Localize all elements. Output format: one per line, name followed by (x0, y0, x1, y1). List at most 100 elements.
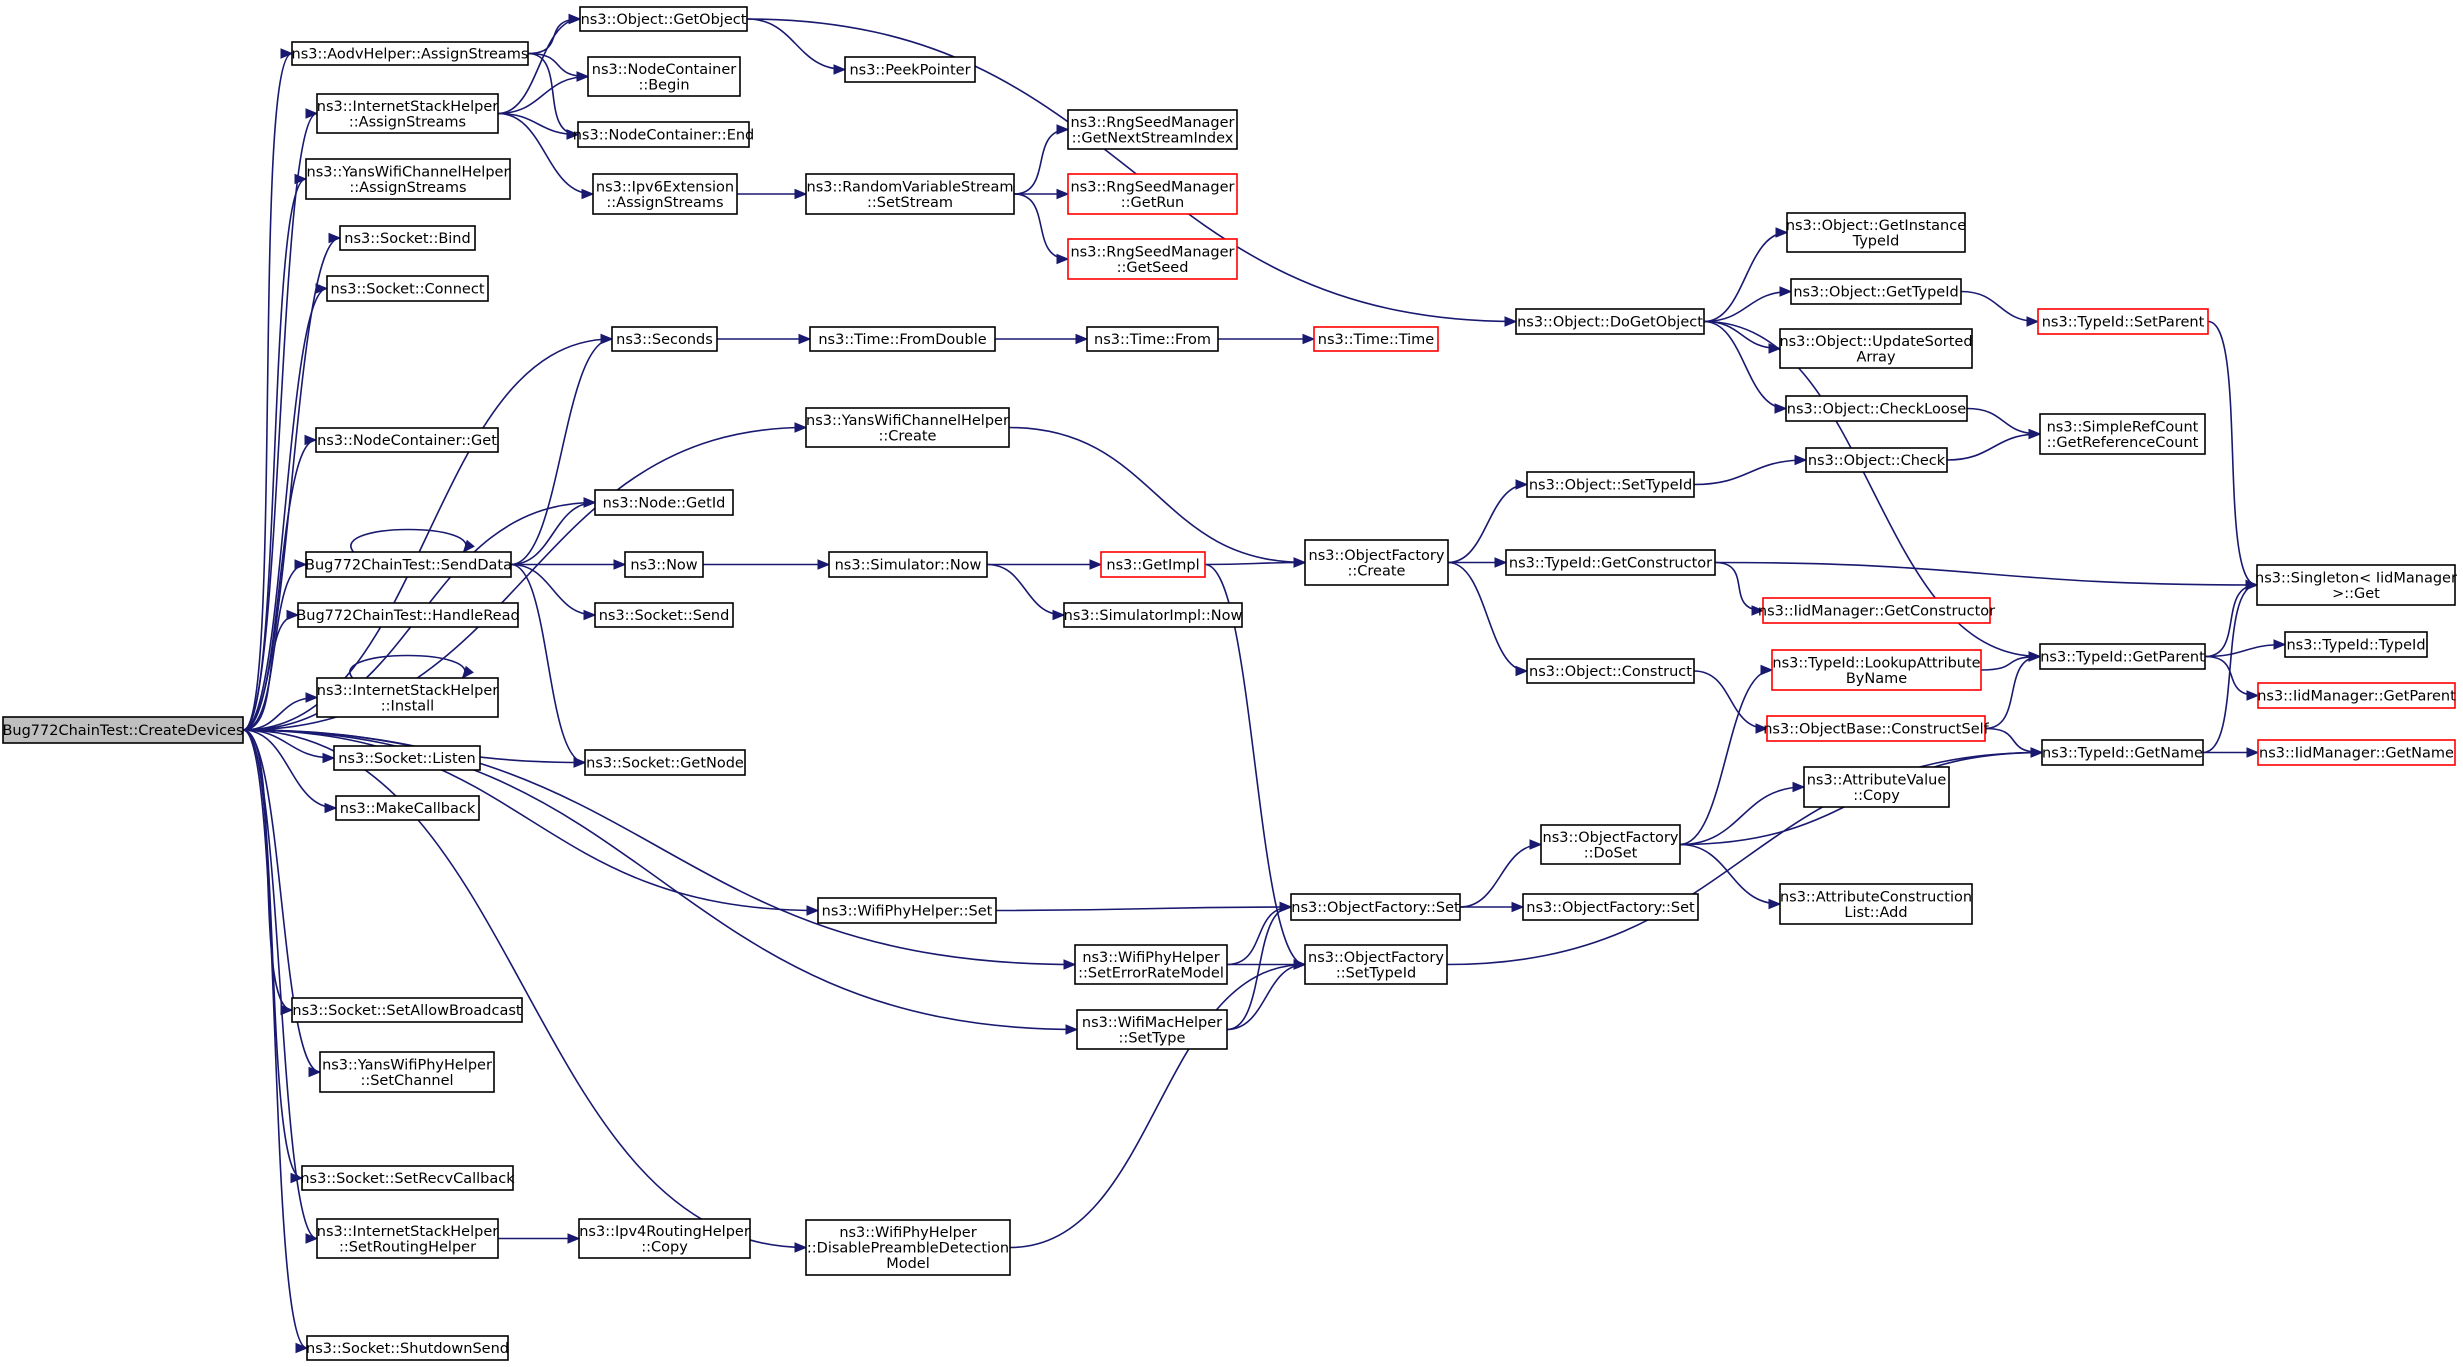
node-obj-check[interactable]: ns3::Object::Check (1805, 447, 1948, 473)
node-of-set2[interactable]: ns3::ObjectFactory::Set (1522, 893, 1699, 921)
edge-root-to-yansphy-setchan (242, 729, 322, 1078)
node-rng-getseed[interactable]: ns3::RngSeedManager::GetSeed (1067, 238, 1238, 280)
node-yanschan-assign[interactable]: ns3::YansWifiChannelHelper::AssignStream… (305, 158, 511, 200)
node-nc-begin[interactable]: ns3::NodeContainer::Begin (587, 56, 741, 97)
edge-arrowhead (1774, 403, 1788, 414)
edge-tid-getparent-to-iid-getparent (2204, 655, 2260, 701)
edge-line (242, 52, 293, 731)
node-time-time[interactable]: ns3::Time::Time (1313, 326, 1439, 352)
node-yanschan-create[interactable]: ns3::YansWifiChannelHelper::Create (805, 407, 1010, 448)
edge-line (349, 654, 466, 679)
node-nc-end[interactable]: ns3::NodeContainer::End (573, 121, 755, 148)
node-label: ns3::WifiPhyHelper (1082, 950, 1219, 966)
node-tid-getctor[interactable]: ns3::TypeId::GetConstructor (1505, 549, 1716, 576)
node-sock-recvcb[interactable]: ns3::Socket::SetRecvCallback (300, 1165, 515, 1191)
node-iid-getctor[interactable]: ns3::IidManager::GetConstructor (1758, 597, 1995, 624)
node-label: ns3::IidManager::GetParent (2257, 689, 2456, 705)
node-rng-getrun[interactable]: ns3::RngSeedManager::GetRun (1067, 173, 1238, 215)
node-rng-nextstream[interactable]: ns3::RngSeedManager::GetNextStreamIndex (1067, 109, 1238, 150)
node-time-from[interactable]: ns3::Time::From (1086, 326, 1219, 352)
node-yansphy-setchan[interactable]: ns3::YansWifiPhyHelper::SetChannel (319, 1051, 495, 1093)
node-label: ::SetTypeId (1336, 965, 1416, 981)
node-makecallback[interactable]: ns3::MakeCallback (335, 795, 480, 821)
node-inet-install[interactable]: ns3::InternetStackHelper::Install (316, 677, 499, 718)
edge-tid-getparent-to-tid-typeid (2204, 639, 2287, 658)
node-src-getrefcount[interactable]: ns3::SimpleRefCount::GetReferenceCount (2039, 413, 2206, 455)
node-label: Array (1856, 349, 1895, 365)
edge-line (1960, 290, 2039, 323)
node-of-settypeid[interactable]: ns3::ObjectFactory::SetTypeId (1304, 944, 1448, 985)
node-ob-constructself[interactable]: ns3::ObjectBase::ConstructSelf (1763, 715, 1990, 742)
edge-line (2202, 584, 2258, 754)
node-of-set[interactable]: ns3::ObjectFactory::Set (1290, 893, 1461, 921)
edge-line (242, 729, 321, 1073)
edge-line (242, 338, 613, 731)
node-node-getid[interactable]: ns3::Node::GetId (594, 489, 734, 516)
node-time-fromdouble[interactable]: ns3::Time::FromDouble (809, 326, 996, 352)
node-handleread[interactable]: Bug772ChainTest::HandleRead (296, 602, 520, 628)
node-av-copy[interactable]: ns3::AttributeValue::Copy (1803, 766, 1950, 808)
node-obj-checkloose[interactable]: ns3::Object::CheckLoose (1785, 395, 1968, 422)
node-wifimac-settype[interactable]: ns3::WifiMacHelper::SetType (1076, 1009, 1228, 1050)
node-nc-get[interactable]: ns3::NodeContainer::Get (315, 427, 499, 453)
edge-line (510, 338, 613, 566)
node-now[interactable]: ns3::Now (624, 551, 704, 578)
node-simimpl-now[interactable]: ns3::SimulatorImpl::Now (1063, 602, 1243, 628)
edge-arrowhead (305, 108, 319, 119)
node-aodv-assign[interactable]: ns3::AodvHelper::AssignStreams (291, 41, 529, 66)
node-rvs-setstream[interactable]: ns3::RandomVariableStream::SetStream (805, 173, 1015, 215)
node-obj-dogetobject[interactable]: ns3::Object::DoGetObject (1515, 308, 1705, 335)
node-iid-getparent[interactable]: ns3::IidManager::GetParent (2257, 682, 2456, 709)
node-tid-setparent[interactable]: ns3::TypeId::SetParent (2037, 308, 2209, 335)
node-obj-gettypeid[interactable]: ns3::Object::GetTypeId (1790, 278, 1962, 305)
edge-wifiphy-set-to-of-set (995, 901, 1293, 913)
node-sock-allowbc[interactable]: ns3::Socket::SetAllowBroadcast (291, 997, 523, 1023)
node-sim-now[interactable]: ns3::Simulator::Now (828, 551, 988, 578)
node-obj-getobject[interactable]: ns3::Object::GetObject (579, 6, 748, 32)
node-tid-getname[interactable]: ns3::TypeId::GetName (2041, 739, 2204, 766)
edge-arrowhead (461, 665, 474, 680)
node-tid-getparent[interactable]: ns3::TypeId::GetParent (2039, 643, 2206, 670)
edge-arrowhead (304, 434, 318, 446)
edge-line (242, 729, 303, 1179)
node-obj-settypeid[interactable]: ns3::Object::SetTypeId (1526, 471, 1695, 498)
node-peekpointer[interactable]: ns3::PeekPointer (844, 56, 976, 83)
node-label: ns3::Seconds (616, 332, 713, 348)
node-ipv6ext-assign[interactable]: ns3::Ipv6Extension::AssignStreams (592, 173, 738, 215)
node-sock-shutdown[interactable]: ns3::Socket::ShutdownSend (306, 1335, 509, 1361)
node-iid-getname[interactable]: ns3::IidManager::GetName (2257, 739, 2456, 766)
node-inet-assign[interactable]: ns3::InternetStackHelper::AssignStreams (316, 93, 499, 134)
edge-obj-dogetobject-to-obj-updatesorted (1703, 320, 1782, 354)
node-wifiphy-seterr[interactable]: ns3::WifiPhyHelper::SetErrorRateModel (1074, 944, 1228, 985)
node-label: ns3::AttributeConstruction (1780, 889, 1972, 905)
node-getimpl[interactable]: ns3::GetImpl (1100, 551, 1206, 578)
node-senddata[interactable]: Bug772ChainTest::SendData (305, 551, 512, 578)
node-box (1785, 395, 1968, 422)
node-seconds[interactable]: ns3::Seconds (611, 326, 718, 352)
node-ipv4rh-copy[interactable]: ns3::Ipv4RoutingHelper::Copy (578, 1218, 751, 1259)
edge-line (1226, 963, 1306, 1031)
node-of-create[interactable]: ns3::ObjectFactory::Create (1304, 539, 1449, 586)
node-of-doset[interactable]: ns3::ObjectFactory::DoSet (1540, 824, 1681, 865)
node-box (1766, 715, 1986, 742)
node-sock-bind[interactable]: ns3::Socket::Bind (339, 225, 476, 251)
node-label: ::DoSet (1584, 845, 1638, 861)
node-sock-getnode[interactable]: ns3::Socket::GetNode (584, 749, 746, 776)
node-root[interactable]: Bug772ChainTest::CreateDevices (2, 716, 244, 744)
node-obj-construct[interactable]: ns3::Object::Construct (1526, 658, 1695, 684)
edge-obj-getobject-to-obj-dogetobject (746, 18, 1518, 327)
node-wifiphy-set[interactable]: ns3::WifiPhyHelper::Set (817, 897, 997, 924)
node-label: ns3::Ipv4RoutingHelper (579, 1224, 750, 1240)
node-wifiphy-disable[interactable]: ns3::WifiPhyHelper::DisablePreambleDetec… (805, 1219, 1011, 1276)
node-sock-listen[interactable]: ns3::Socket::Listen (333, 745, 481, 771)
node-box (844, 56, 976, 83)
node-singleton-get[interactable]: ns3::Singleton< IidManager>::Get (2255, 564, 2457, 606)
node-tid-typeid[interactable]: ns3::TypeId::TypeId (2284, 631, 2428, 658)
node-sock-send[interactable]: ns3::Socket::Send (594, 602, 734, 628)
node-inet-setrouting[interactable]: ns3::InternetStackHelper::SetRoutingHelp… (316, 1218, 499, 1259)
node-sock-connect[interactable]: ns3::Socket::Connect (326, 275, 489, 302)
